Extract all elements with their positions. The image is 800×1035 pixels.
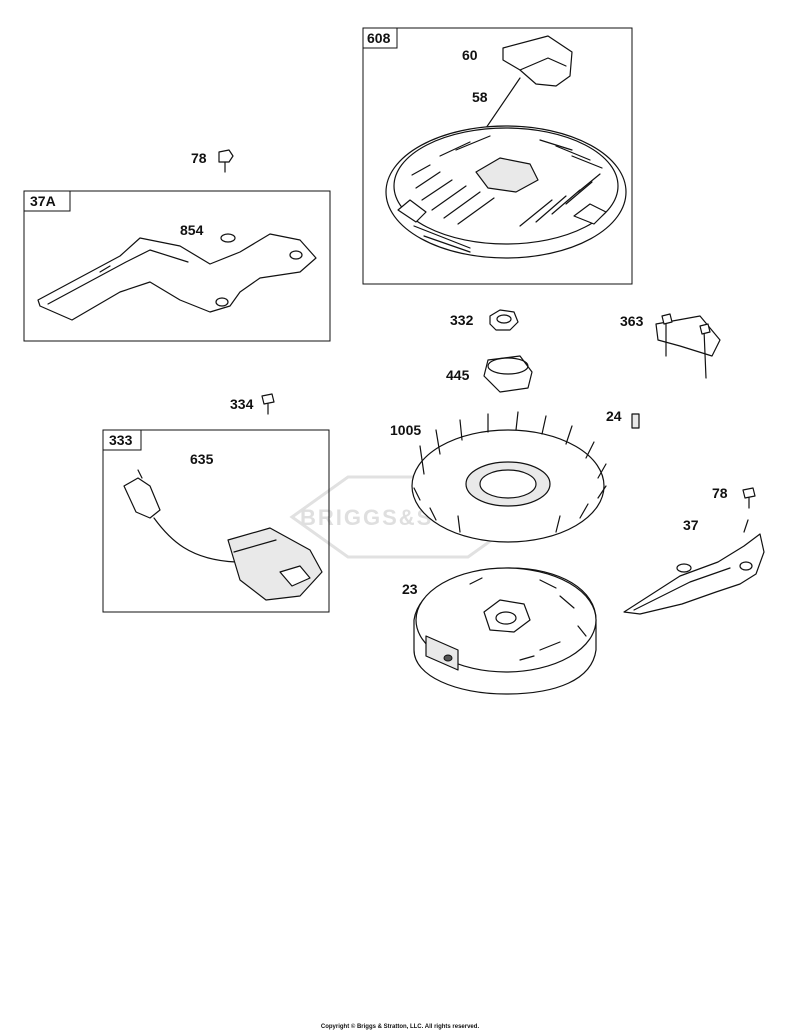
callout-363: 363 (620, 313, 644, 329)
flywheel (413, 567, 597, 695)
cup-445 (483, 355, 533, 393)
screw-334 (261, 393, 275, 415)
bracket-363 (655, 313, 721, 379)
nut-332 (489, 309, 519, 331)
air-guide (37, 233, 317, 321)
flywheel-fan (411, 411, 607, 543)
callout-58: 58 (472, 89, 488, 105)
callout-1005: 1005 (390, 422, 421, 438)
air-guide-37 (623, 519, 765, 615)
callout-60: 60 (462, 47, 478, 63)
box-608: 608 (362, 27, 633, 285)
callout-78-top: 78 (191, 150, 207, 166)
callout-24: 24 (606, 408, 622, 424)
box-333-label: 333 (109, 432, 133, 448)
bolt-78-top (218, 149, 234, 173)
callout-445: 445 (446, 367, 470, 383)
callout-23: 23 (402, 581, 418, 597)
key-24 (631, 413, 640, 429)
callout-78-right: 78 (712, 485, 728, 501)
bolt-78-right (742, 487, 756, 509)
box-333: 333 (102, 429, 330, 613)
rewind-starter (385, 35, 627, 259)
callout-37: 37 (683, 517, 699, 533)
box-37a: 37A (23, 190, 331, 342)
callout-635: 635 (190, 451, 214, 467)
callout-854: 854 (180, 222, 204, 238)
box-37a-label: 37A (30, 193, 56, 209)
box-608-label: 608 (367, 30, 391, 46)
callout-332: 332 (450, 312, 474, 328)
armature (123, 469, 323, 601)
callout-334: 334 (230, 396, 254, 412)
copyright-footer: Copyright © Briggs & Stratton, LLC. All … (320, 1024, 480, 1030)
